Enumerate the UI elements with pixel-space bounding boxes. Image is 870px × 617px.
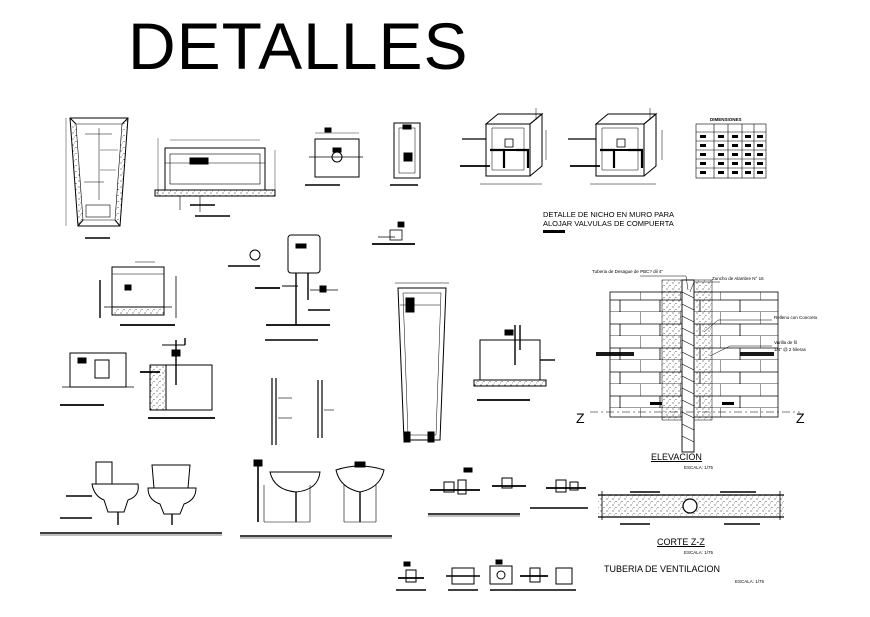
dimensions-table: [695, 123, 767, 179]
section-mark-left: Z: [576, 410, 585, 426]
elevation-title: ELEVACION: [651, 452, 702, 462]
riser-pipes: [271, 378, 334, 445]
niche-note-line-2: ALOJAR VALVULAS DE COMPUERTA: [543, 219, 674, 228]
elevation-scale: ESCALA: 1/75: [684, 465, 714, 470]
elevation-callout-pipe: Tuberia de Desague de PBC? dil 4": [592, 269, 663, 274]
meter-box-detail: [60, 352, 134, 406]
cistern-elevation: [154, 138, 276, 217]
toilet-elevation-detail: [40, 461, 222, 536]
valve-box-elevation: [390, 122, 421, 186]
elevation-callout-rod-spacing: 1/4" @ 2 hileras: [774, 347, 806, 352]
elevation-callout-stirrup: Zuncho de Alambre N° 16: [712, 276, 764, 281]
valve-box-plan: [305, 127, 363, 186]
dimensions-table-title: DIMENSIONES: [710, 117, 742, 122]
section-scale: ESCALA: 1/75: [684, 550, 714, 555]
tank-support-detail: [99, 261, 177, 326]
bottom-fitting-details: [396, 559, 576, 591]
ventilation-scale: ESCALA: 1/75: [735, 579, 765, 584]
pipe-connection-detail: [372, 221, 415, 245]
fitting-details-row: [428, 467, 588, 517]
valve-niche-iso-1: [460, 108, 547, 185]
elevation-callout-rod: Varilla de fil: [774, 340, 797, 345]
interceptor-box-detail: [473, 325, 555, 401]
lavatory-elevation-detail: [240, 459, 392, 539]
elevation-callout-fill: Relleno con Concreto: [774, 315, 818, 320]
niche-note-line-1: DETALLE DE NICHO EN MURO PARA: [543, 210, 674, 219]
niche-note-underline: [543, 230, 565, 233]
sheet-title: DETALLES: [128, 9, 469, 83]
ventilation-title: TUBERIA DE VENTILACION: [604, 564, 721, 574]
section-title: CORTE Z-Z: [657, 537, 705, 547]
brick-wall-elevation: [590, 275, 800, 453]
section-mark-right: Z: [796, 410, 805, 426]
section-z-z-detail: [598, 491, 784, 525]
pump-chamber-detail: [140, 338, 215, 419]
tall-tank-section: [395, 282, 449, 443]
valve-niche-iso-2: [568, 108, 663, 185]
water-heater-detail: [228, 234, 338, 341]
